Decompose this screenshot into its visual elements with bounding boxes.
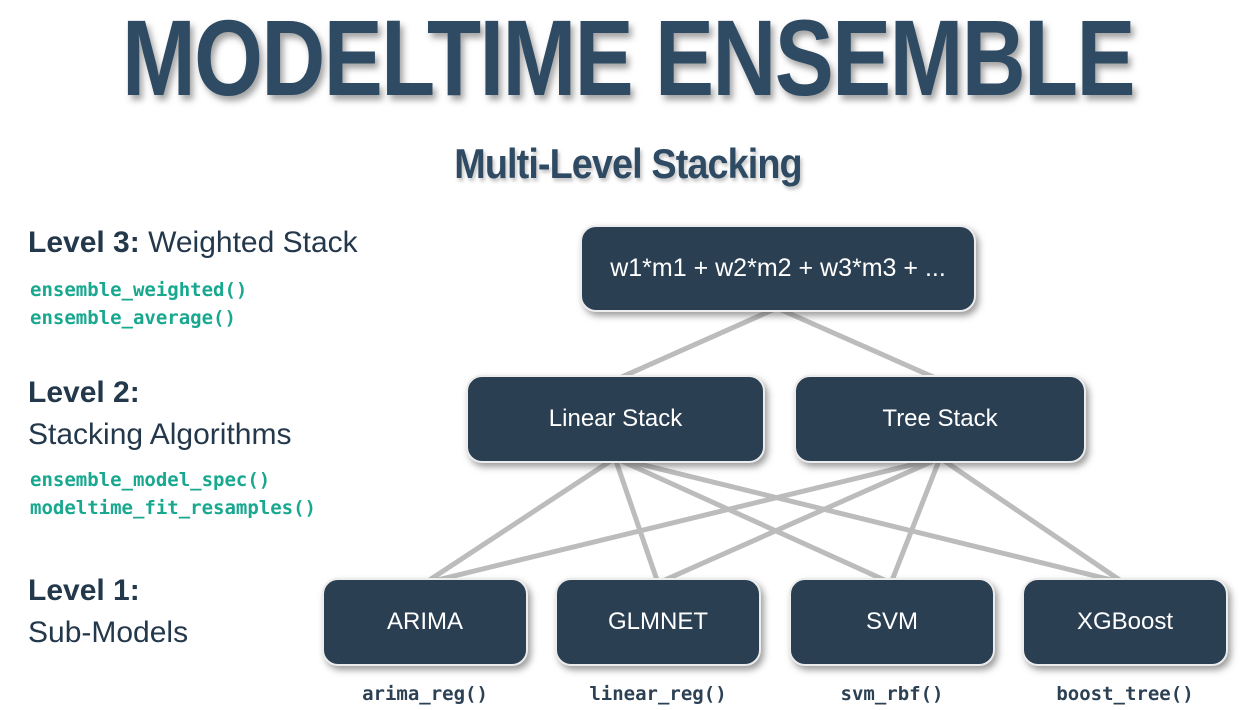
node-glmnet: GLMNET — [555, 578, 761, 666]
svm-text: SVM — [865, 608, 918, 635]
weighted-formula-text: w1*m1 + w2*m2 + w3*m3 + ... — [610, 254, 946, 282]
xgboost-text: XGBoost — [1076, 608, 1174, 635]
function-label-modeltime-fit-resamples: modeltime_fit_resamples() — [30, 497, 316, 519]
level-3-name: Level 3: — [28, 226, 140, 259]
linear-stack-text: Linear Stack — [548, 405, 683, 432]
node-tree-stack: Tree Stack — [794, 375, 1086, 463]
function-label-linear-reg: linear_reg() — [589, 683, 727, 705]
node-weighted-formula: w1*m1 + w2*m2 + w3*m3 + ... — [580, 225, 976, 312]
arima-text: ARIMA — [386, 608, 463, 635]
level-1-name: Level 1: — [28, 574, 140, 607]
function-label-ensemble-average: ensemble_average() — [30, 307, 236, 329]
node-linear-stack: Linear Stack — [466, 375, 765, 463]
node-svm: SVM — [789, 578, 995, 666]
function-label-ensemble-weighted: ensemble_weighted() — [30, 279, 248, 301]
page-title: MODELTIME ENSEMBLE — [122, 0, 1136, 118]
level-3-functions: ensemble_weighted() ensemble_average() — [30, 276, 247, 332]
level-1-label: Level 1: Sub-Models — [28, 570, 188, 654]
subtitle: Multi-Level Stacking — [454, 140, 802, 187]
function-label-ensemble-model-spec: ensemble_model_spec() — [30, 469, 271, 491]
node-arima: ARIMA — [322, 578, 528, 666]
level-3-desc: Weighted Stack — [148, 226, 358, 259]
level-2-desc: Stacking Algorithms — [28, 418, 292, 451]
node-xgboost: XGBoost — [1022, 578, 1228, 666]
level-2-functions: ensemble_model_spec() modeltime_fit_resa… — [30, 466, 316, 522]
glmnet-text: GLMNET — [607, 608, 708, 635]
function-label-svm-rbf: svm_rbf() — [840, 683, 944, 705]
function-label-arima-reg: arima_reg() — [362, 683, 488, 705]
function-label-boost-tree: boost_tree() — [1056, 683, 1194, 705]
level-3-label: Level 3: Weighted Stack — [28, 222, 358, 264]
tree-stack-text: Tree Stack — [882, 405, 998, 432]
level-1-desc: Sub-Models — [28, 616, 189, 649]
level-2-label: Level 2: Stacking Algorithms — [28, 372, 291, 456]
level-2-name: Level 2: — [28, 376, 140, 409]
